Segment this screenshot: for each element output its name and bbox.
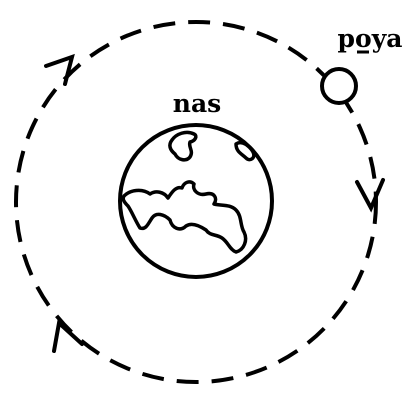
earth-globe-icon [120, 125, 272, 277]
orbit-arrow-right-icon [357, 180, 383, 208]
orbit-arrow-top-left-icon [46, 57, 72, 84]
moon-label: poya [338, 24, 403, 53]
earth-label: nas [173, 89, 221, 118]
moon-circle-icon [322, 69, 356, 103]
